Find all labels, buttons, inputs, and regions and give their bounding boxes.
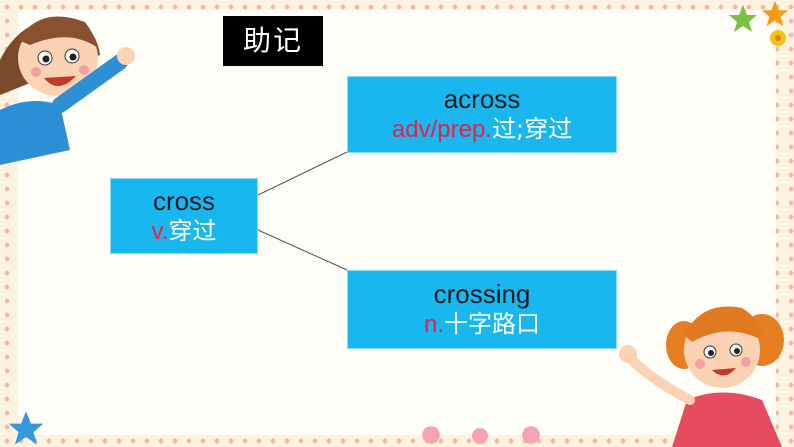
connector-cross-across [258, 152, 347, 195]
node-crossing: crossing n.十字路口 [347, 270, 617, 349]
node-cross: cross v.穿过 [110, 178, 258, 254]
meaning: 穿过 [168, 217, 216, 245]
part-of-speech: adv/prep. [392, 116, 492, 143]
meaning: 过;穿过 [492, 115, 572, 143]
definition: n.十字路口 [348, 309, 616, 340]
meaning: 十字路口 [444, 310, 540, 338]
definition: v.穿过 [111, 216, 257, 247]
connector-cross-crossing [258, 230, 347, 270]
part-of-speech: v. [152, 218, 169, 245]
word-label: crossing [348, 279, 616, 309]
part-of-speech: n. [424, 311, 444, 338]
word-label: across [348, 84, 616, 114]
page-title: 助记 [223, 16, 323, 66]
definition: adv/prep.过;穿过 [348, 114, 616, 145]
node-across: across adv/prep.过;穿过 [347, 76, 617, 153]
word-label: cross [111, 186, 257, 216]
